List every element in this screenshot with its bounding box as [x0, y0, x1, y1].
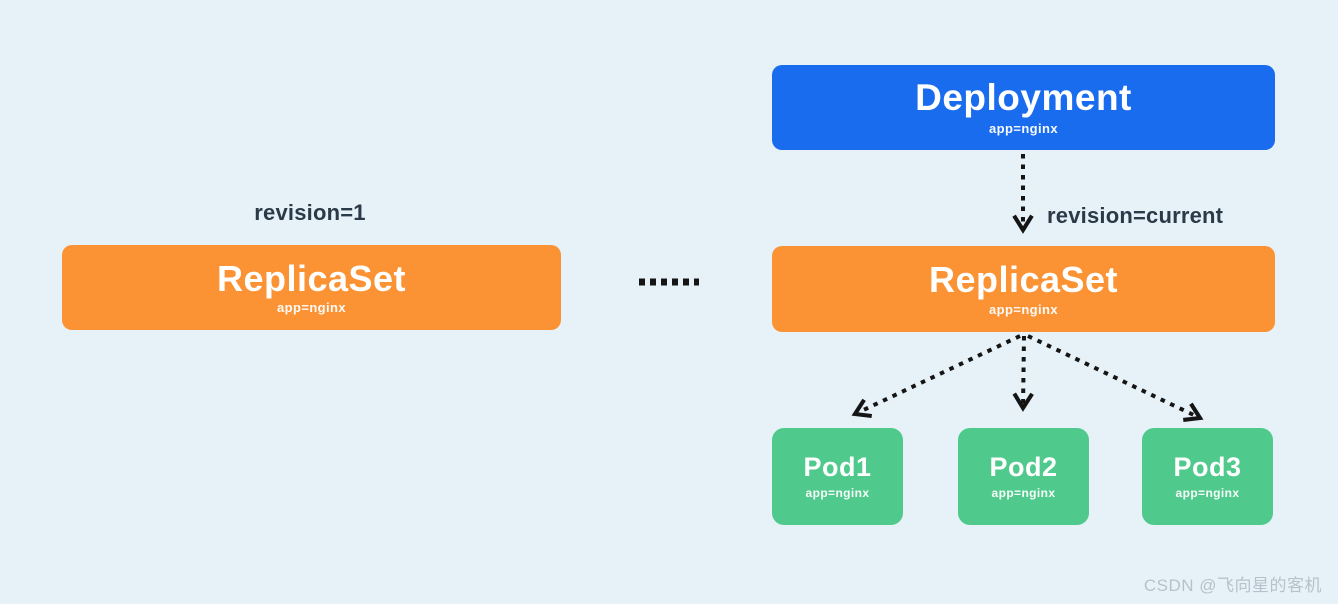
replicaset-old-selector-label: app=nginx [277, 300, 346, 316]
replicaset-to-pod2-arrow [1012, 335, 1034, 412]
deployment-node: Deployment app=nginx [772, 65, 1275, 150]
replicaset-current-node: ReplicaSet app=nginx [772, 246, 1275, 332]
replicaset-current-title: ReplicaSet [928, 259, 1119, 301]
pod1-title: Pod1 [803, 452, 872, 483]
replicaset-to-pod3-arrow [1027, 334, 1204, 422]
pod3-node: Pod3 app=nginx [1142, 428, 1273, 525]
pod1-node: Pod1 app=nginx [772, 428, 903, 525]
replicaset-old-node: ReplicaSet app=nginx [62, 245, 561, 330]
revision-1-label: revision=1 [254, 200, 366, 225]
deployment-title: Deployment [915, 77, 1132, 119]
deployment-selector-label: app=nginx [989, 120, 1058, 136]
pod3-selector-label: app=nginx [1175, 485, 1240, 500]
pod2-title: Pod2 [989, 452, 1058, 483]
pod3-title: Pod3 [1173, 452, 1242, 483]
replicaset-current-selector-label: app=nginx [989, 301, 1058, 317]
replicaset-to-pod1-arrow [851, 334, 1021, 418]
revision-current-label: revision=current [1047, 203, 1224, 228]
pod2-node: Pod2 app=nginx [958, 428, 1089, 525]
csdn-watermark: CSDN @飞向星的客机 [1143, 576, 1322, 595]
pod2-selector-label: app=nginx [991, 485, 1056, 500]
replicaset-old-title: ReplicaSet [216, 257, 407, 299]
pod1-selector-label: app=nginx [805, 485, 870, 500]
